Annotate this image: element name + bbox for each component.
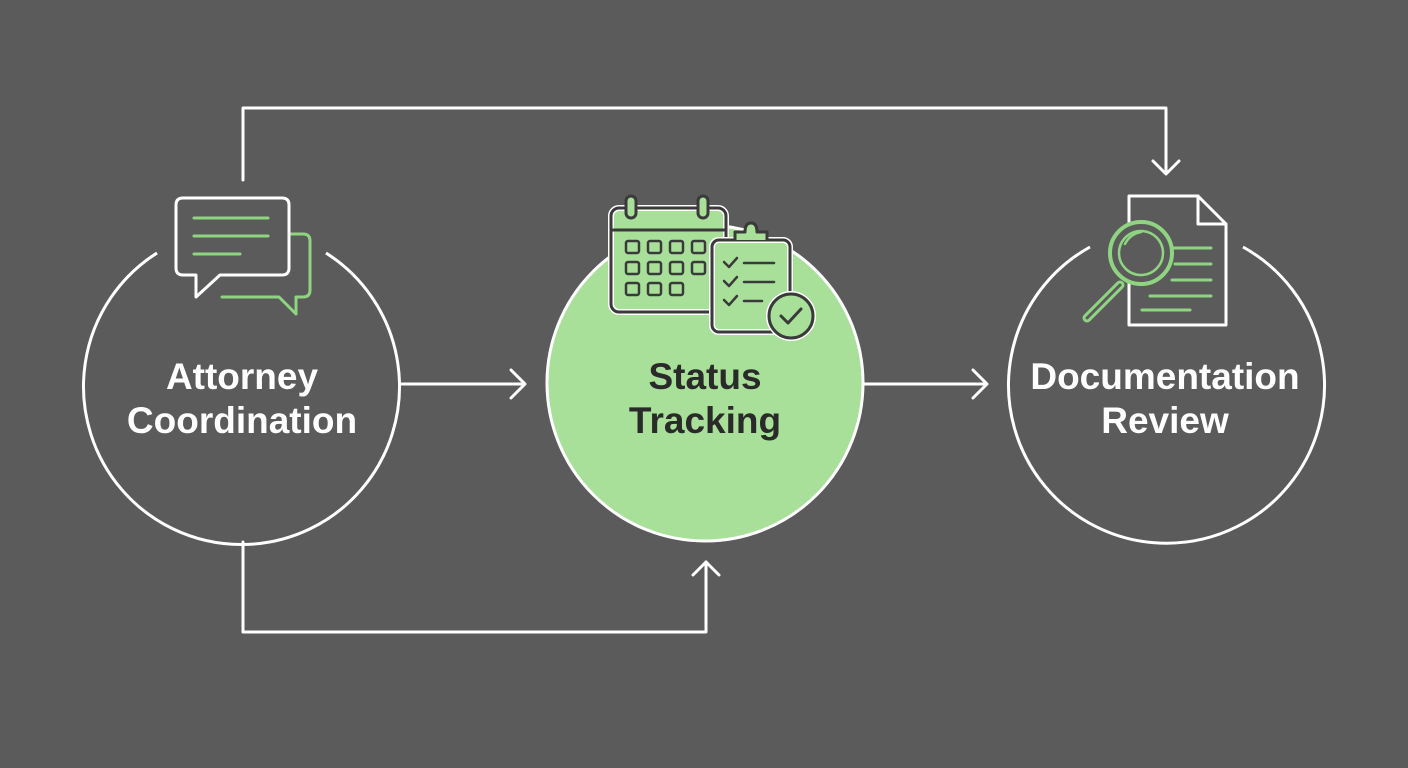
node-label-status-tracking: Status Tracking bbox=[555, 355, 855, 443]
node-label-line: Coordination bbox=[126, 400, 358, 441]
edge-attorney-to-documentation bbox=[241, 106, 1168, 182]
document-magnifier-icon bbox=[1082, 194, 1228, 327]
node-label-line: Status bbox=[648, 356, 762, 397]
arrowhead-documentation-left bbox=[971, 368, 989, 400]
node-label-documentation-review: Documentation Review bbox=[1010, 355, 1320, 443]
node-label-line: Review bbox=[1101, 400, 1229, 441]
node-circle-attorney-coordination bbox=[82, 251, 401, 547]
node-label-line: Attorney bbox=[165, 356, 319, 397]
node-label-attorney-coordination: Attorney Coordination bbox=[92, 355, 392, 443]
chat-bubbles-icon bbox=[174, 196, 312, 316]
arrowhead-status-left bbox=[509, 368, 527, 400]
node-label-line: Documentation bbox=[1030, 356, 1300, 397]
node-label-line: Tracking bbox=[628, 400, 782, 441]
arrowhead-documentation-top bbox=[1151, 159, 1181, 176]
arrowhead-status-bottom bbox=[691, 560, 721, 577]
edge-attorney-to-status-bottom bbox=[241, 540, 708, 634]
calendar-checklist-icon bbox=[608, 194, 816, 341]
node-circle-documentation-review bbox=[1007, 245, 1326, 545]
